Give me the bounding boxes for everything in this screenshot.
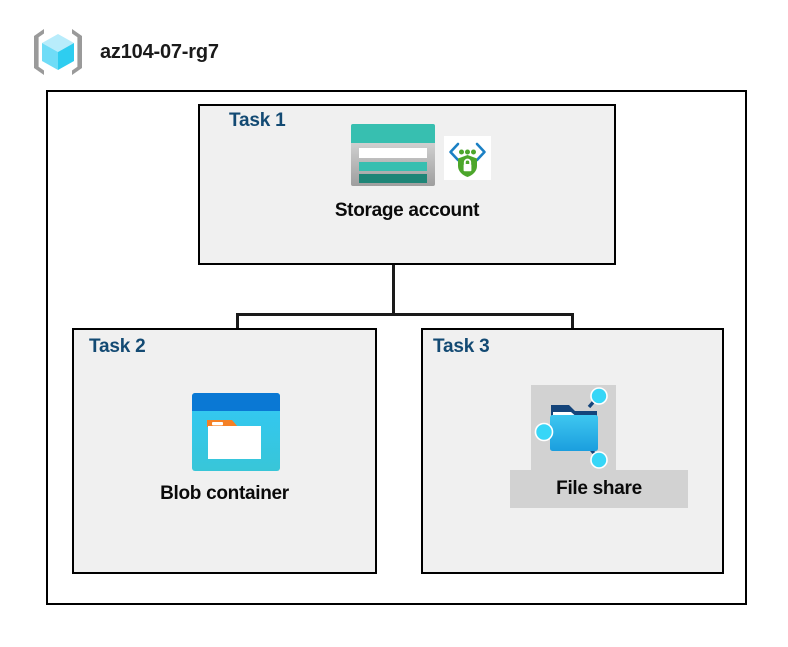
node-caption-storage-account: Storage account: [334, 200, 480, 221]
node-caption-blob-container: Blob container: [160, 483, 289, 504]
node-caption-file-share: File share: [510, 470, 688, 508]
task-label-3: Task 3: [433, 336, 490, 357]
task-label-1: Task 1: [229, 110, 286, 131]
resource-group-header: az104-07-rg7: [30, 26, 219, 78]
resource-group-title: az104-07-rg7: [100, 40, 219, 63]
resource-group-cube-icon: [30, 26, 86, 78]
storage-account-icon: [351, 124, 435, 191]
file-share-folder-icon: [531, 385, 616, 478]
blob-container-icon: [192, 393, 280, 476]
connector-storage-trunk: [392, 222, 395, 315]
connector-horizontal-bus: [236, 313, 574, 316]
secure-private-endpoint-icon: [444, 136, 491, 185]
task-label-2: Task 2: [89, 336, 146, 357]
